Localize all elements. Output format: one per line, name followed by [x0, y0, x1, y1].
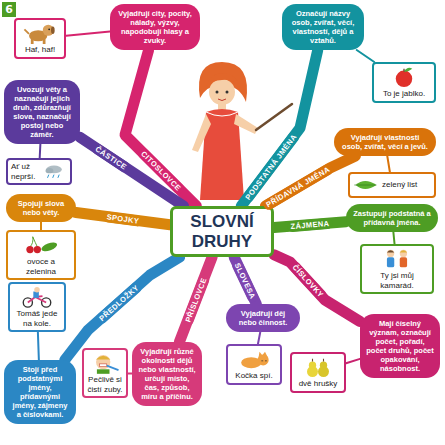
example-text: Pečlivě si čistí zuby. — [87, 375, 123, 394]
definition-blob: Vyjadřují vlastnosti osob, zvířat, věcí … — [334, 128, 436, 156]
definition-blob: Vyjadřují city, pocity, nálady, výzvy, n… — [110, 4, 200, 50]
branch-label: PŘEDLOŽKY — [94, 280, 143, 325]
link-line — [387, 156, 390, 172]
definition-blob: Stojí před podstatnými jmény, přídavnými… — [4, 360, 76, 424]
example-text: dvě hrušky — [295, 379, 341, 389]
definition-text: Stojí před podstatnými jmény, přídavnými… — [10, 365, 70, 419]
example-text: zelený list — [382, 180, 417, 190]
definition-text: Vyjadřují děj nebo činnost. — [232, 309, 294, 327]
example-icon — [17, 286, 57, 308]
example-icon — [41, 163, 67, 181]
definition-text: Vyjadřují vlastnosti osob, zvířat, věcí … — [340, 133, 430, 151]
link-line — [357, 50, 375, 62]
definition-blob: Spojují slova nebo věty. — [6, 194, 76, 222]
branch-label: PŘÍSLOVCE — [181, 273, 210, 326]
definition-text: Vyjadřují různé okolnosti dějů nebo vlas… — [138, 347, 196, 401]
definition-text: Spojují slova nebo věty. — [12, 199, 70, 217]
example-icon — [87, 352, 123, 374]
example-text: To je jablko. — [377, 89, 431, 99]
link-line — [37, 332, 40, 360]
page-number: 6 — [2, 2, 16, 17]
example-text: Ty jsi můj kamarád. — [365, 271, 429, 290]
branch-label: SLOVESA — [231, 258, 260, 303]
example-icon — [353, 176, 379, 194]
example-icon — [384, 66, 424, 88]
definition-text: Mají číselný význam, označují počet, poř… — [366, 319, 434, 373]
example-icon — [21, 234, 61, 256]
example-text: Ať už neprší. — [11, 162, 38, 181]
example-box: Tomáš jede na kole. — [8, 282, 66, 332]
example-icon — [298, 356, 338, 378]
example-text: ovoce a zelenina — [11, 257, 71, 276]
example-icon — [20, 22, 60, 44]
example-text: Kočka spí. — [231, 371, 277, 381]
definition-blob: Označují názvy osob, zvířat, věcí, vlast… — [282, 4, 364, 50]
link-line — [346, 359, 360, 363]
center-title: SLOVNÍ DRUHY — [176, 212, 268, 251]
definition-blob: Vyjadřují různé okolnosti dějů nebo vlas… — [132, 342, 202, 406]
example-box: Haf, haf! — [14, 18, 66, 59]
example-box: Pečlivě si čistí zuby. — [82, 348, 128, 398]
branch-label: ZÁJMENA — [287, 217, 333, 232]
branch-label: ČÍSLOVKY — [287, 260, 327, 302]
definition-text: Uvozují věty a naznačují jejich druh, zd… — [10, 85, 74, 139]
link-line — [39, 144, 42, 158]
example-box: Ať už neprší. — [6, 158, 72, 185]
branch-band — [179, 257, 212, 342]
example-box: To je jablko. — [372, 62, 436, 103]
definition-blob: Mají číselný význam, označují počet, poř… — [360, 314, 440, 378]
example-box: dvě hrušky — [290, 352, 346, 393]
example-box: ovoce a zelenina — [6, 230, 76, 280]
definition-text: Vyjadřují city, pocity, nálady, výzvy, n… — [116, 9, 194, 45]
example-box: zelený list — [348, 172, 436, 198]
example-text: Haf, haf! — [19, 45, 61, 55]
example-box: Kočka spí. — [226, 344, 282, 385]
link-line — [40, 222, 42, 230]
definition-blob: Vyjadřují děj nebo činnost. — [226, 304, 300, 332]
branch-band — [125, 50, 196, 206]
link-line — [393, 232, 394, 244]
example-text: Tomáš jede na kole. — [13, 309, 61, 328]
branch-label: ČÁSTICE — [91, 142, 132, 174]
link-line — [258, 332, 260, 344]
example-box: Ty jsi můj kamarád. — [360, 244, 434, 294]
example-icon — [234, 348, 274, 370]
branch-label: SPOJKY — [103, 211, 143, 227]
definition-blob: Uvozují věty a naznačují jejich druh, zd… — [4, 80, 80, 144]
link-line — [66, 31, 110, 35]
definition-blob: Zastupují podstatná a přídavná jména. — [346, 204, 438, 232]
example-icon — [377, 248, 417, 270]
center-box: SLOVNÍ DRUHY — [170, 206, 274, 257]
definition-text: Označují názvy osob, zvířat, věcí, vlast… — [288, 9, 358, 45]
definition-text: Zastupují podstatná a přídavná jména. — [352, 209, 432, 227]
